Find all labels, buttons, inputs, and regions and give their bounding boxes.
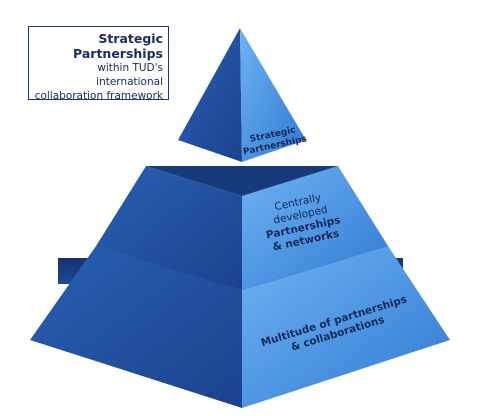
tier-top-left-face [178, 28, 242, 162]
legend-subtitle-line1: within TUD's international [96, 62, 163, 88]
tier-middle-back-face [146, 166, 338, 196]
tier-middle-label: Centrally developed Partnerships & netwo… [265, 192, 341, 254]
tier-middle-right-face [242, 166, 388, 290]
legend-box: Strategic Partnerships within TUD's inte… [28, 26, 169, 102]
tier-middle-left-face [96, 166, 242, 290]
legend-title-line1: Strategic [98, 31, 163, 46]
legend-title-line2: Partnerships [73, 46, 163, 61]
tier-bottom-right-face [242, 246, 450, 408]
tier-top [178, 28, 306, 162]
legend-subtitle-line2: collaboration framework [34, 90, 163, 102]
tier-bottom-left-face [30, 246, 242, 408]
tier-top-right-face [240, 28, 306, 162]
tier-middle [96, 166, 388, 290]
